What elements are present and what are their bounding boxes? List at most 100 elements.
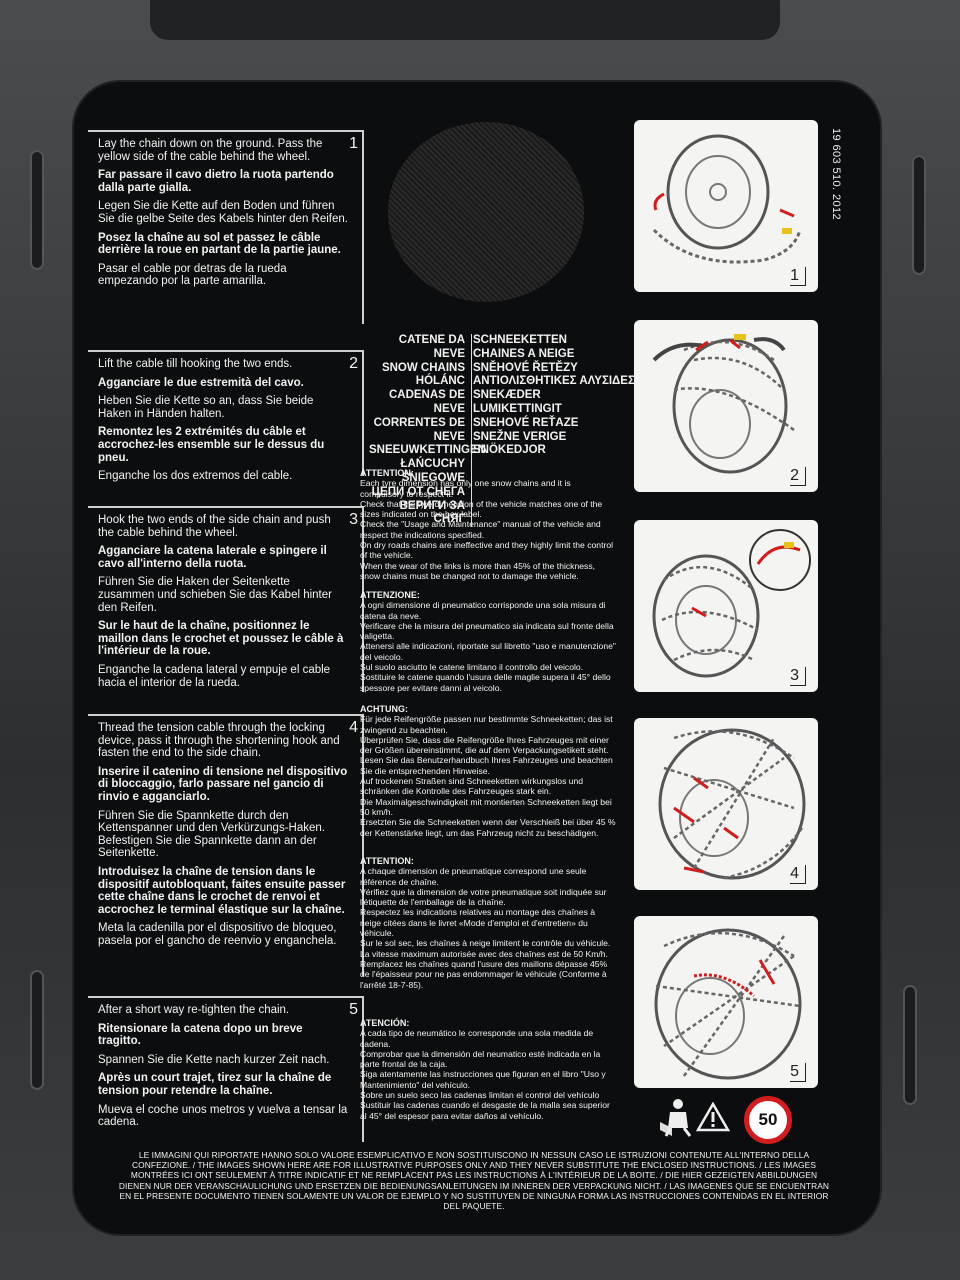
step-text-de: Führen Sie die Haken der Seitenkette zus…: [98, 576, 332, 614]
product-name: HÓLÁNC: [415, 375, 465, 388]
product-name: SNEKÆDER: [473, 389, 541, 402]
step-text-en: Thread the tension cable through the loc…: [98, 722, 340, 760]
illustration-step-1: 1: [634, 120, 818, 292]
step-text-it: Agganciare la catena laterale e spingere…: [98, 545, 327, 570]
step-1: 1 Lay the chain down on the ground. Pass…: [88, 130, 364, 324]
product-name: LUMIKETTINGIT: [473, 402, 562, 415]
step-text-en: Lay the chain down on the ground. Pass t…: [98, 138, 323, 163]
step-number: 1: [349, 135, 358, 152]
warning-line: Vérifiez que la dimension de votre pneum…: [360, 886, 607, 908]
step-text-es: Pasar el cable por detras de la rueda em…: [98, 262, 287, 288]
product-name: SNEŽNE VERIGE: [473, 430, 567, 443]
warning-heading: ATENCIÓN:: [360, 1018, 410, 1028]
step-number: 3: [349, 511, 358, 528]
illustration-number: 1: [790, 267, 806, 286]
warning-line: Verificare che la misura del pneumatico …: [360, 620, 614, 642]
product-name: ВЕРИГИ ЗА СНЯГ: [399, 499, 465, 526]
step-text-es: Mueva el coche unos metros y vuelva a te…: [98, 1103, 348, 1129]
footer-disclaimer: LE IMMAGINI QUI RIPORTATE HANNO SOLO VAL…: [118, 1150, 830, 1212]
step-3: 3 Hook the two ends of the side chain an…: [88, 506, 364, 692]
illustration-step-3: 3: [634, 520, 818, 692]
illustration-step-4: 4: [634, 718, 818, 890]
step-text-en: Hook the two ends of the side chain and …: [98, 514, 331, 539]
step-2: 2 Lift the cable till hooking the two en…: [88, 350, 364, 482]
warning-it: ATTENZIONE: A ogni dimensione di pneumat…: [360, 590, 616, 693]
warning-triangle-icon: [696, 1102, 730, 1132]
warning-line: Die Maximalgeschwindigkeit mit montierte…: [360, 796, 612, 817]
illustration-number: 2: [790, 467, 806, 486]
illustration-step-2: 2: [634, 320, 818, 492]
warning-line: Sobre un suelo seco las cadenas limitan …: [360, 1090, 600, 1101]
step-text-it: Inserire il catenino di tensione nel dis…: [98, 765, 348, 803]
warning-heading: ATTENZIONE:: [360, 590, 420, 600]
product-name: ΑΝΤΙΟΛΙΣΘΗΤΙΚΕΣ ΑΛΥΣΙΔΕΣ: [473, 375, 635, 388]
product-name: CHAINES A NEIGE: [473, 347, 575, 360]
product-name: ЦЕПИ ОТ СНЕГА: [371, 485, 465, 498]
warning-es: ATENCIÓN: A cada tipo de neumático le co…: [360, 1018, 616, 1121]
wheel-chain-icon: [652, 334, 795, 474]
product-name: SNEEUWKETTINGEN: [369, 444, 486, 457]
warning-line: A ogni dimensione di pneumatico corrispo…: [360, 600, 606, 621]
warning-line: Sostituire le catene quando l'usura dell…: [360, 672, 611, 693]
case-slot-right-top: [912, 155, 926, 275]
safety-icons: 50: [652, 1094, 822, 1146]
warning-line: Sul suolo asciutto le catene limitano il…: [360, 662, 584, 673]
warning-line: Überprüfen Sie, dass die Reifengröße Ihr…: [360, 734, 613, 776]
product-name: SNĚHOVÉ ŘETĚZY: [473, 361, 578, 374]
illustration-number: 5: [790, 1063, 806, 1082]
product-name: SCHNEEKETTEN: [473, 334, 567, 346]
case-slot-right-bottom: [903, 985, 917, 1105]
step-text-de: Führen Sie die Spannkette durch den Kett…: [98, 809, 325, 860]
wheel-chain-icon: [658, 728, 806, 880]
case-slot-left-top: [30, 150, 44, 270]
warning-line: Respectez les indications relatives au m…: [360, 907, 596, 939]
step-text-es: Enganche la cadena lateral y empuje el c…: [98, 663, 331, 689]
step-text-es: Meta la cadenilla por el dispositivo de …: [98, 922, 337, 947]
warning-line: Remplacez les chaînes quand l'usure des …: [360, 958, 608, 990]
warning-heading: ATTENTION:: [360, 468, 414, 478]
product-code-text: 19 603 510. 2012: [830, 128, 842, 221]
warning-line: La vitesse maximum autorisée avec des ch…: [360, 948, 608, 959]
step-number: 5: [349, 1001, 358, 1018]
wheel-chain-icon: [654, 928, 802, 1080]
product-name: CADENAS DE NEVE: [388, 389, 465, 415]
warning-line: Attenersi alle indicazioni, riportate su…: [360, 641, 616, 662]
step-text-fr: Sur le haut de la chaîne, positionnez le…: [98, 620, 344, 658]
product-name: CATENE DA NEVE: [398, 334, 465, 360]
warning-en: ATTENTION: Each tyre dimension has only …: [360, 468, 616, 581]
warning-line: Für jede Reifengröße passen nur bestimmt…: [360, 714, 613, 735]
product-names-right: SCHNEEKETTEN CHAINES A NEIGE SNĚHOVÉ ŘET…: [473, 334, 643, 458]
warning-line: When the wear of the links is more than …: [360, 560, 596, 581]
product-name: SNOW CHAINS: [381, 361, 465, 374]
warning-line: Auf trockenen Straßen sind Schneeketten …: [360, 776, 584, 797]
warning-line: Sustituir las cadenas cuando el desgaste…: [360, 1100, 610, 1121]
step-text-en: After a short way re-tighten the chain.: [98, 1004, 290, 1016]
step-text-de: Legen Sie die Kette auf den Boden und fü…: [98, 200, 348, 225]
illustration-number: 4: [790, 865, 806, 884]
step-text-en: Lift the cable till hooking the two ends…: [98, 358, 293, 370]
warning-line: On dry roads chains are ineffective and …: [360, 540, 614, 561]
step-text-it: Far passare il cavo dietro la ruota part…: [98, 169, 334, 194]
warning-fr: ATTENTION: A chaque dimension de pneumat…: [360, 856, 616, 990]
warning-line: A chaque dimension de pneumatique corres…: [360, 866, 587, 887]
wheel-chain-icon: [652, 134, 802, 264]
step-text-it: Agganciare le due estremità del cavo.: [98, 376, 304, 389]
product-names-left: CATENE DA NEVE SNOW CHAINS HÓLÁNC CADENA…: [369, 334, 486, 528]
warning-line: Siga atentamente las instrucciones que f…: [360, 1069, 606, 1090]
step-text-fr: Introduisez la chaîne de tension dans le…: [98, 865, 346, 916]
speed-limit-sign: 50: [744, 1096, 792, 1144]
warning-heading: ACHTUNG:: [360, 704, 408, 714]
product-name: SNEHOVÉ REŤAZE: [473, 416, 579, 429]
case-top-notch: [150, 0, 780, 40]
warning-line: Each tyre dimension has only one snow ch…: [360, 478, 571, 499]
warning-line: Check that the tyre dimension of the veh…: [360, 498, 603, 520]
product-code: 19 603 510. 2012: [826, 128, 846, 272]
step-number: 4: [349, 719, 358, 736]
case-slot-left-bottom: [30, 970, 44, 1090]
instruction-label: 1 Lay the chain down on the ground. Pass…: [74, 82, 880, 1234]
step-text-fr: Après un court trajet, tirez sur la chaî…: [98, 1072, 332, 1097]
warning-heading: ATTENTION:: [360, 856, 414, 866]
step-text-de: Heben Sie die Kette so an, dass Sie beid…: [98, 395, 314, 420]
warning-de: ACHTUNG: Für jede Reifengröße passen nur…: [360, 704, 616, 838]
